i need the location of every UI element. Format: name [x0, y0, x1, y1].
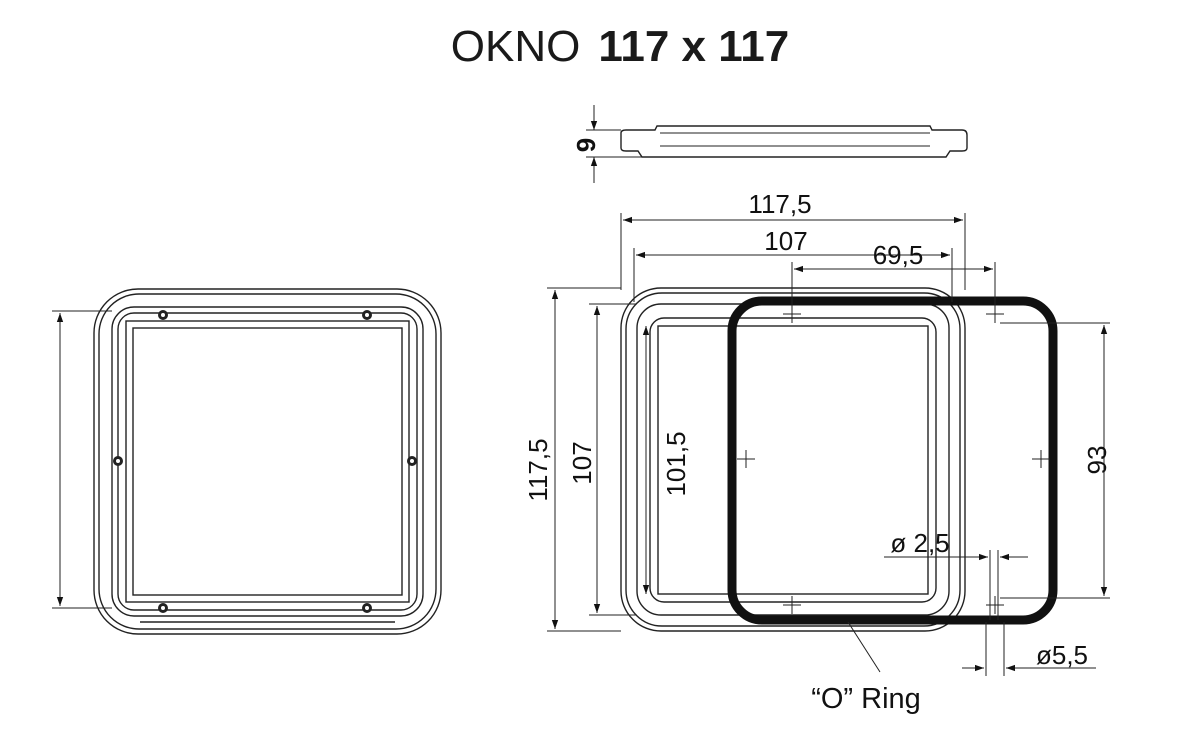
- dimension-lines: [547, 213, 1110, 676]
- dim-overall-width: 117,5: [748, 189, 811, 219]
- dim-thickness: 9: [571, 138, 601, 152]
- dim-inner-height: 101,5: [661, 431, 691, 496]
- dim-overall-height: 117,5: [523, 438, 553, 501]
- dim-hole-spacing-h: 69,5: [873, 240, 924, 270]
- dim-hole-spacing-v: 93: [1082, 446, 1112, 475]
- dim-frame-width: 107: [764, 226, 807, 256]
- o-ring-callout: “O” Ring: [811, 683, 921, 715]
- drawing-title: OKNO 117 x 117: [0, 22, 1200, 72]
- title-size: 117 x 117: [598, 22, 790, 71]
- dim-frame-height: 107: [567, 441, 597, 484]
- dim-hole-diameter: ø 2,5: [890, 528, 949, 558]
- o-ring: [727, 296, 1058, 625]
- side-profile: [586, 105, 968, 183]
- hole-centre-marks: [737, 305, 1050, 614]
- front-view: [52, 288, 442, 635]
- title-word: OKNO: [450, 22, 581, 71]
- dim-ring-diameter: ø5,5: [1036, 640, 1088, 670]
- front-view-screws: [113, 310, 417, 613]
